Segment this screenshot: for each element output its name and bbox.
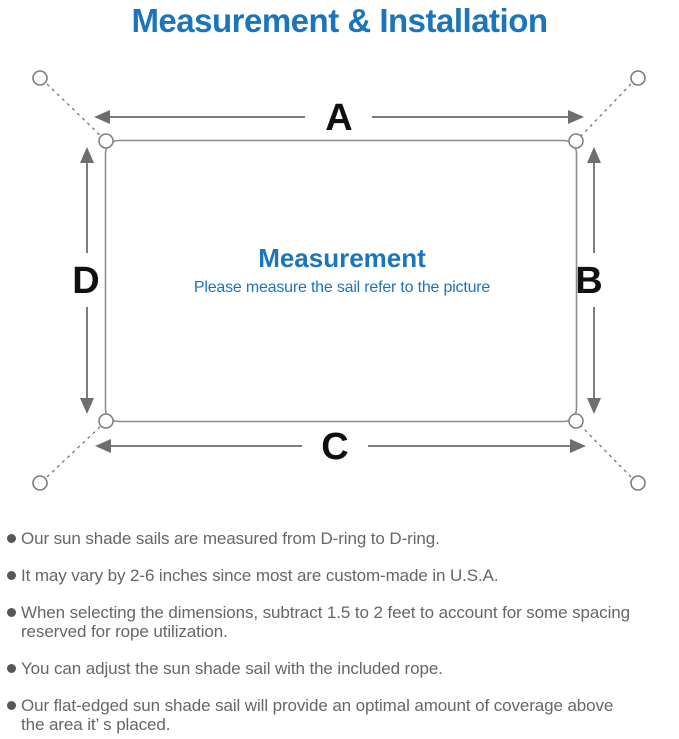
rope-line-top-right-icon — [579, 83, 632, 138]
anchor-point-circle-icon — [630, 475, 646, 491]
note-item: Our sun shade sails are measured from D-… — [7, 529, 669, 548]
note-text: Our flat-edged sun shade sail will provi… — [21, 696, 614, 734]
bullet-icon — [7, 701, 16, 710]
anchor-point-circle-icon — [32, 70, 48, 86]
rope-line-bottom-left-icon — [46, 424, 103, 478]
anchor-point-circle-icon — [32, 475, 48, 491]
rope-line-bottom-right-icon — [579, 424, 632, 478]
bullet-icon — [7, 571, 16, 580]
diagram-center-title: Measurement — [258, 243, 426, 273]
d-ring-icon — [568, 133, 584, 149]
note-text: When selecting the dimensions, subtract … — [21, 603, 630, 641]
bullet-icon — [7, 534, 16, 543]
dimension-label-d: D — [72, 260, 99, 302]
rope-line-top-left-icon — [46, 83, 103, 138]
bullet-icon — [7, 608, 16, 617]
note-text: Our sun shade sails are measured from D-… — [21, 529, 440, 548]
anchor-point-circle-icon — [630, 70, 646, 86]
dimension-label-b: B — [575, 260, 602, 302]
bullet-icon — [7, 664, 16, 673]
d-ring-icon — [98, 413, 114, 429]
d-ring-icon — [568, 413, 584, 429]
page-title: Measurement & Installation — [131, 2, 548, 39]
note-item: When selecting the dimensions, subtract … — [7, 603, 669, 641]
sail-measurement-diagram: A B C D Measurement Please measure the s… — [32, 70, 646, 491]
notes-list: Our sun shade sails are measured from D-… — [7, 529, 669, 739]
diagram-center-subtitle: Please measure the sail refer to the pic… — [194, 279, 491, 296]
dimension-label-a: A — [325, 97, 352, 139]
note-text: You can adjust the sun shade sail with t… — [21, 659, 443, 678]
note-item: It may vary by 2-6 inches since most are… — [7, 566, 669, 585]
sun-shade-sail-outline — [104, 139, 578, 423]
note-text: It may vary by 2-6 inches since most are… — [21, 566, 499, 585]
dimension-label-c: C — [321, 426, 348, 468]
note-item: Our flat-edged sun shade sail will provi… — [7, 696, 669, 734]
note-item: You can adjust the sun shade sail with t… — [7, 659, 669, 678]
d-ring-icon — [98, 133, 114, 149]
